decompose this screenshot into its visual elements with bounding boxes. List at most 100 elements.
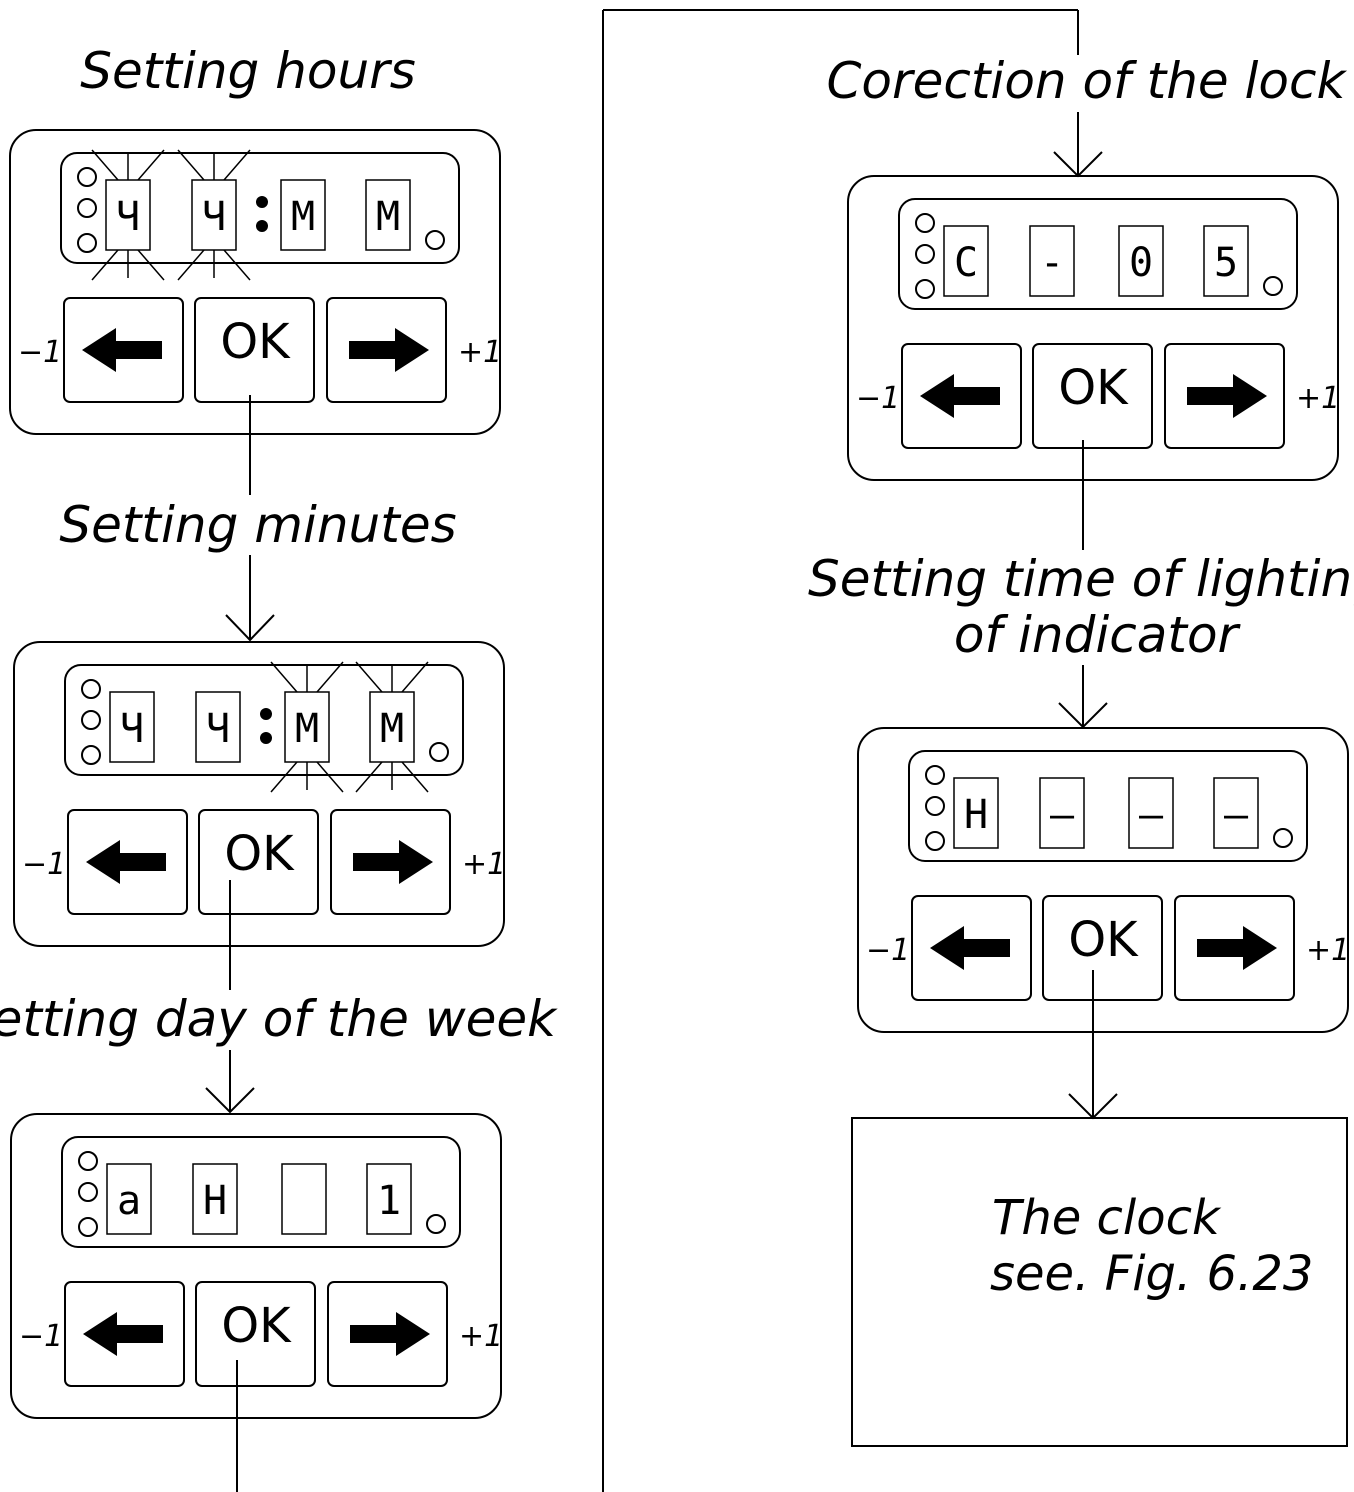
minus-one-label: −1 [856, 381, 900, 416]
indicator-led-icon [925, 831, 945, 851]
display-window [61, 1136, 461, 1248]
ok-button-label: OK [221, 1298, 292, 1354]
indicator-led-icon [77, 167, 97, 187]
indicator-led-icon [429, 742, 449, 762]
indicator-led-icon [78, 1182, 98, 1202]
digit-value: — [1224, 792, 1249, 838]
decrement-button[interactable] [64, 1281, 185, 1387]
digit-frame [366, 1163, 412, 1235]
indicator-led-icon [425, 230, 445, 250]
label-setting-minutes: Setting minutes [59, 496, 456, 554]
minus-one-label: −1 [866, 933, 910, 968]
digit-frame [1039, 777, 1085, 849]
digit-frame [943, 225, 989, 297]
digit-value: H [203, 1178, 227, 1224]
digit-cell: - [1029, 225, 1075, 297]
digit-cell: M [270, 661, 344, 793]
digit-cell: M [280, 179, 326, 251]
colon-dot [260, 732, 272, 744]
left-arrow-icon [930, 926, 1010, 970]
increment-button[interactable] [326, 297, 447, 403]
indicator-led-icon [81, 679, 101, 699]
increment-button[interactable] [1174, 895, 1295, 1001]
increment-button[interactable] [330, 809, 451, 915]
label-correction: Corection of the lock [827, 52, 1348, 110]
blink-rays-icon [270, 661, 344, 793]
digit-value: 0 [1129, 240, 1153, 286]
digit-cell [281, 1163, 327, 1235]
clock-note-line-2: see. Fig. 6.23 [990, 1246, 1313, 1302]
left-arrow-icon [86, 840, 166, 884]
decrement-button[interactable] [63, 297, 184, 403]
right-arrow-icon [1197, 926, 1277, 970]
digit-frame [106, 1163, 152, 1235]
display-window [898, 198, 1298, 310]
panel-frame [9, 129, 501, 435]
display-window [64, 664, 464, 776]
digit-cell: C [943, 225, 989, 297]
minus-one-label: −1 [22, 847, 66, 882]
increment-button[interactable] [327, 1281, 448, 1387]
colon-dot [256, 220, 268, 232]
digit-value: Ч [116, 194, 140, 240]
indicator-led-icon [915, 244, 935, 264]
ok-button[interactable]: OK [194, 297, 315, 403]
indicator-led-icon [915, 279, 935, 299]
blink-rays-icon [177, 149, 251, 281]
plus-one-label: +1 [1306, 933, 1350, 968]
digit-cell: H [953, 777, 999, 849]
digit-value: Ч [206, 706, 230, 752]
digit-value: C [954, 240, 978, 286]
panel-frame [10, 1113, 502, 1419]
digit-value: Ч [120, 706, 144, 752]
indicator-led-icon [77, 233, 97, 253]
digit-frame [192, 1163, 238, 1235]
digit-value: - [1040, 240, 1064, 286]
digit-cell: 1 [366, 1163, 412, 1235]
minus-one-label: −1 [19, 1319, 63, 1354]
plus-one-label: +1 [459, 1319, 503, 1354]
indicator-led-icon [1263, 276, 1283, 296]
digit-frame [1203, 225, 1249, 297]
indicator-led-icon [1273, 828, 1293, 848]
decrement-button[interactable] [911, 895, 1032, 1001]
digit-value: Ч [202, 194, 226, 240]
increment-button[interactable] [1164, 343, 1285, 449]
digit-cell: Ч [195, 691, 241, 763]
digit-frame [280, 179, 326, 251]
digit-value: M [295, 706, 319, 752]
digit-frame [1128, 777, 1174, 849]
decrement-button[interactable] [901, 343, 1022, 449]
ok-button[interactable]: OK [198, 809, 319, 915]
digit-cell: a [106, 1163, 152, 1235]
indicator-led-icon [915, 213, 935, 233]
digit-value: H [964, 792, 988, 838]
digit-value: a [117, 1178, 141, 1224]
digit-frame [1213, 777, 1259, 849]
ok-button-label: OK [220, 314, 291, 370]
left-arrow-icon [920, 374, 1000, 418]
ok-button[interactable]: OK [1032, 343, 1153, 449]
connector-lines [205, 9, 1118, 1492]
indicator-led-icon [426, 1214, 446, 1234]
ok-button[interactable]: OK [195, 1281, 316, 1387]
right-arrow-icon [349, 328, 429, 372]
ok-button[interactable]: OK [1042, 895, 1163, 1001]
right-arrow-icon [350, 1312, 430, 1356]
digit-cell: Ч [177, 149, 251, 281]
plus-one-label: +1 [1296, 381, 1340, 416]
digit-frame [281, 1163, 327, 1235]
display-window [908, 750, 1308, 862]
digit-frame [1118, 225, 1164, 297]
digit-frame [365, 179, 411, 251]
digit-cell: M [365, 179, 411, 251]
digit-value: M [376, 194, 400, 240]
panel-frame [847, 175, 1339, 481]
decrement-button[interactable] [67, 809, 188, 915]
clock-reference-box [851, 1117, 1348, 1447]
indicator-led-icon [81, 710, 101, 730]
digit-frame [109, 691, 155, 763]
panel-frame [857, 727, 1349, 1033]
